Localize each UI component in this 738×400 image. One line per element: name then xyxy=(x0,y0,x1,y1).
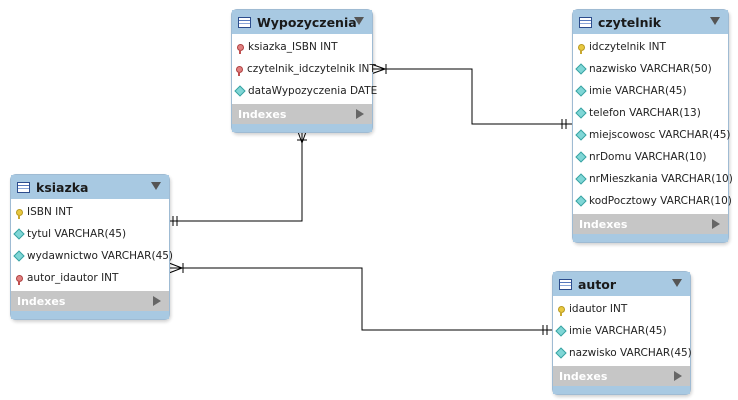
indexes-label: Indexes xyxy=(559,369,608,383)
column-icon xyxy=(575,173,587,185)
primary-key-icon xyxy=(557,305,565,316)
table-ksiazka[interactable]: ksiazka ISBN INT tytul VARCHAR(45) wydaw… xyxy=(10,174,173,320)
relationship-wypozyczenia-czytelnik xyxy=(371,68,572,125)
column-icon xyxy=(13,228,25,240)
table-header[interactable]: Wypozyczenia xyxy=(232,10,372,34)
column-row[interactable]: imie VARCHAR(45) xyxy=(573,80,728,102)
column-row[interactable]: idczytelnik INT xyxy=(573,36,728,58)
column-icon xyxy=(555,347,567,359)
indexes-section[interactable]: Indexes xyxy=(553,366,690,386)
table-czytelnik[interactable]: czytelnik idczytelnik INT nazwisko VARCH… xyxy=(572,9,733,243)
column-icon xyxy=(575,63,587,75)
table-header[interactable]: czytelnik xyxy=(573,10,728,34)
crowfoot-mark xyxy=(168,262,183,269)
column-row[interactable]: autor_idautor INT xyxy=(11,267,169,289)
primary-key-icon xyxy=(15,208,23,219)
table-icon xyxy=(559,278,572,290)
column-label: telefon VARCHAR(13) xyxy=(589,107,701,119)
table-name: Wypozyczenia xyxy=(257,14,357,30)
column-row[interactable]: idautor INT xyxy=(553,298,690,320)
column-row[interactable]: wydawnictwo VARCHAR(45) xyxy=(11,245,173,267)
collapse-icon[interactable] xyxy=(151,182,161,190)
column-row[interactable]: miejscowosc VARCHAR(45) xyxy=(573,124,731,146)
table-wypozyczenia[interactable]: Wypozyczenia ksiazka_ISBN INT czytelnik_… xyxy=(231,9,377,133)
table-header[interactable]: ksiazka xyxy=(11,175,169,199)
expand-arrow-icon[interactable] xyxy=(674,371,682,381)
column-label: idautor INT xyxy=(569,303,628,315)
column-icon xyxy=(234,85,246,97)
column-label: imie VARCHAR(45) xyxy=(589,85,687,97)
table-footer xyxy=(232,124,372,132)
column-icon xyxy=(575,107,587,119)
column-label: wydawnictwo VARCHAR(45) xyxy=(27,250,174,262)
indexes-section[interactable]: Indexes xyxy=(232,104,372,124)
expand-arrow-icon[interactable] xyxy=(153,296,161,306)
indexes-label: Indexes xyxy=(579,217,628,231)
table-footer xyxy=(11,311,169,319)
indexes-label: Indexes xyxy=(17,294,66,308)
column-row[interactable]: ksiazka_ISBN INT xyxy=(232,36,372,58)
table-footer xyxy=(553,386,690,394)
primary-key-icon xyxy=(577,43,585,54)
column-label: nrMieszkania VARCHAR(10) xyxy=(589,173,733,185)
collapse-icon[interactable] xyxy=(354,17,364,25)
table-header[interactable]: autor xyxy=(553,272,690,296)
column-row[interactable]: imie VARCHAR(45) xyxy=(553,320,690,342)
column-icon xyxy=(13,250,25,262)
indexes-section[interactable]: Indexes xyxy=(573,214,728,234)
column-icon xyxy=(575,85,587,97)
column-label: ksiazka_ISBN INT xyxy=(248,41,338,53)
crowfoot-mark xyxy=(168,267,183,274)
expand-arrow-icon[interactable] xyxy=(712,219,720,229)
column-row[interactable]: telefon VARCHAR(13) xyxy=(573,102,728,124)
table-autor[interactable]: autor idautor INT imie VARCHAR(45) nazwi… xyxy=(552,271,692,395)
column-label: nazwisko VARCHAR(45) xyxy=(569,347,692,359)
table-name: autor xyxy=(578,276,617,292)
indexes-section[interactable]: Indexes xyxy=(11,291,169,311)
foreign-key-icon xyxy=(236,65,243,76)
foreign-key-icon xyxy=(236,43,244,54)
column-label: dataWypozyczenia DATE xyxy=(248,85,378,97)
table-name: czytelnik xyxy=(598,14,662,30)
column-label: nrDomu VARCHAR(10) xyxy=(589,151,707,163)
column-row[interactable]: nrDomu VARCHAR(10) xyxy=(573,146,728,168)
column-icon xyxy=(575,129,587,141)
column-row[interactable]: nrMieszkania VARCHAR(10) xyxy=(573,168,733,190)
column-row[interactable]: tytul VARCHAR(45) xyxy=(11,223,169,245)
column-label: ISBN INT xyxy=(27,206,73,218)
table-icon xyxy=(579,16,592,28)
column-label: miejscowosc VARCHAR(45) xyxy=(589,129,731,141)
table-footer xyxy=(573,234,728,242)
column-label: nazwisko VARCHAR(50) xyxy=(589,63,712,75)
column-label: idczytelnik INT xyxy=(589,41,666,53)
collapse-icon[interactable] xyxy=(672,279,682,287)
column-row[interactable]: ISBN INT xyxy=(11,201,169,223)
column-icon xyxy=(575,151,587,163)
column-label: autor_idautor INT xyxy=(27,272,119,284)
column-row[interactable]: nazwisko VARCHAR(50) xyxy=(573,58,728,80)
column-row[interactable]: nazwisko VARCHAR(45) xyxy=(553,342,692,364)
relationship-wypozyczenia-ksiazka xyxy=(169,129,303,222)
table-icon xyxy=(238,16,251,28)
table-name: ksiazka xyxy=(36,179,89,195)
column-label: kodPocztowy VARCHAR(10) xyxy=(589,195,732,207)
column-icon xyxy=(555,325,567,337)
column-label: imie VARCHAR(45) xyxy=(569,325,667,337)
column-label: tytul VARCHAR(45) xyxy=(27,228,127,240)
expand-arrow-icon[interactable] xyxy=(356,109,364,119)
column-row[interactable]: dataWypozyczenia DATE xyxy=(232,80,377,102)
column-row[interactable]: czytelnik_idczytelnik INT xyxy=(232,58,376,80)
collapse-icon[interactable] xyxy=(710,17,720,25)
column-icon xyxy=(575,195,587,207)
indexes-label: Indexes xyxy=(238,107,287,121)
foreign-key-icon xyxy=(15,274,23,285)
relationship-ksiazka-autor xyxy=(169,267,552,331)
table-icon xyxy=(17,181,30,193)
column-label: czytelnik_idczytelnik INT xyxy=(247,63,376,75)
column-row[interactable]: kodPocztowy VARCHAR(10) xyxy=(573,190,732,212)
